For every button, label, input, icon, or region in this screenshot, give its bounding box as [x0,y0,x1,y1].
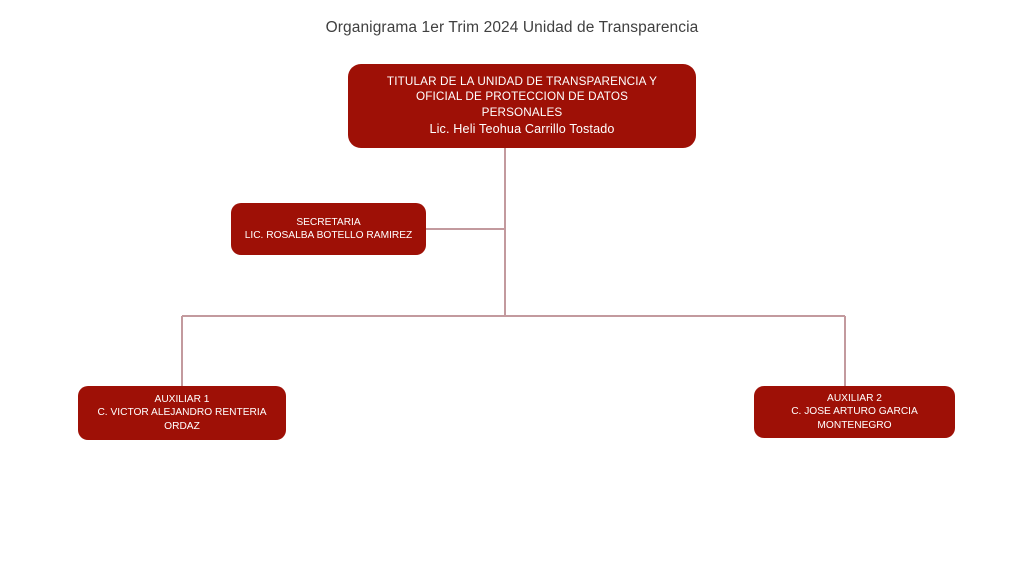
node-auxiliar-1[interactable]: AUXILIAR 1 C. VICTOR ALEJANDRO RENTERIA … [78,386,286,440]
node-secretaria-role: SECRETARIA [296,216,361,228]
node-titular-line-3: PERSONALES [481,105,563,119]
node-auxiliar-1-role: AUXILIAR 1 [154,393,210,405]
chart-title: Organigrama 1er Trim 2024 Unidad de Tran… [325,19,699,36]
node-auxiliar-2-role: AUXILIAR 2 [827,392,882,404]
node-secretaria-person-name: LIC. ROSALBA BOTELLO RAMIREZ [244,230,413,241]
node-auxiliar-1-person-surname: ORDAZ [164,420,200,432]
node-auxiliar-2[interactable]: AUXILIAR 2 C. JOSE ARTURO GARCIA MONTENE… [754,386,955,438]
node-auxiliar-1-person-name: C. VICTOR ALEJANDRO RENTERIA [97,407,267,419]
node-auxiliar-2-person-surname: MONTENEGRO [817,419,892,431]
node-secretaria[interactable]: SECRETARIA LIC. ROSALBA BOTELLO RAMIREZ [231,203,426,255]
node-titular-line-1: TITULAR DE LA UNIDAD DE TRANSPARENCIA Y [386,75,658,89]
node-titular-unidad-transparencia[interactable]: TITULAR DE LA UNIDAD DE TRANSPARENCIA Y … [348,64,696,148]
node-titular-person-name: Lic. Heli Teohua Carrillo Tostado [429,122,615,137]
node-titular-line-2: OFICIAL DE PROTECCION DE DATOS [415,90,629,104]
node-auxiliar-2-person-name: C. JOSE ARTURO GARCIA [791,406,918,418]
